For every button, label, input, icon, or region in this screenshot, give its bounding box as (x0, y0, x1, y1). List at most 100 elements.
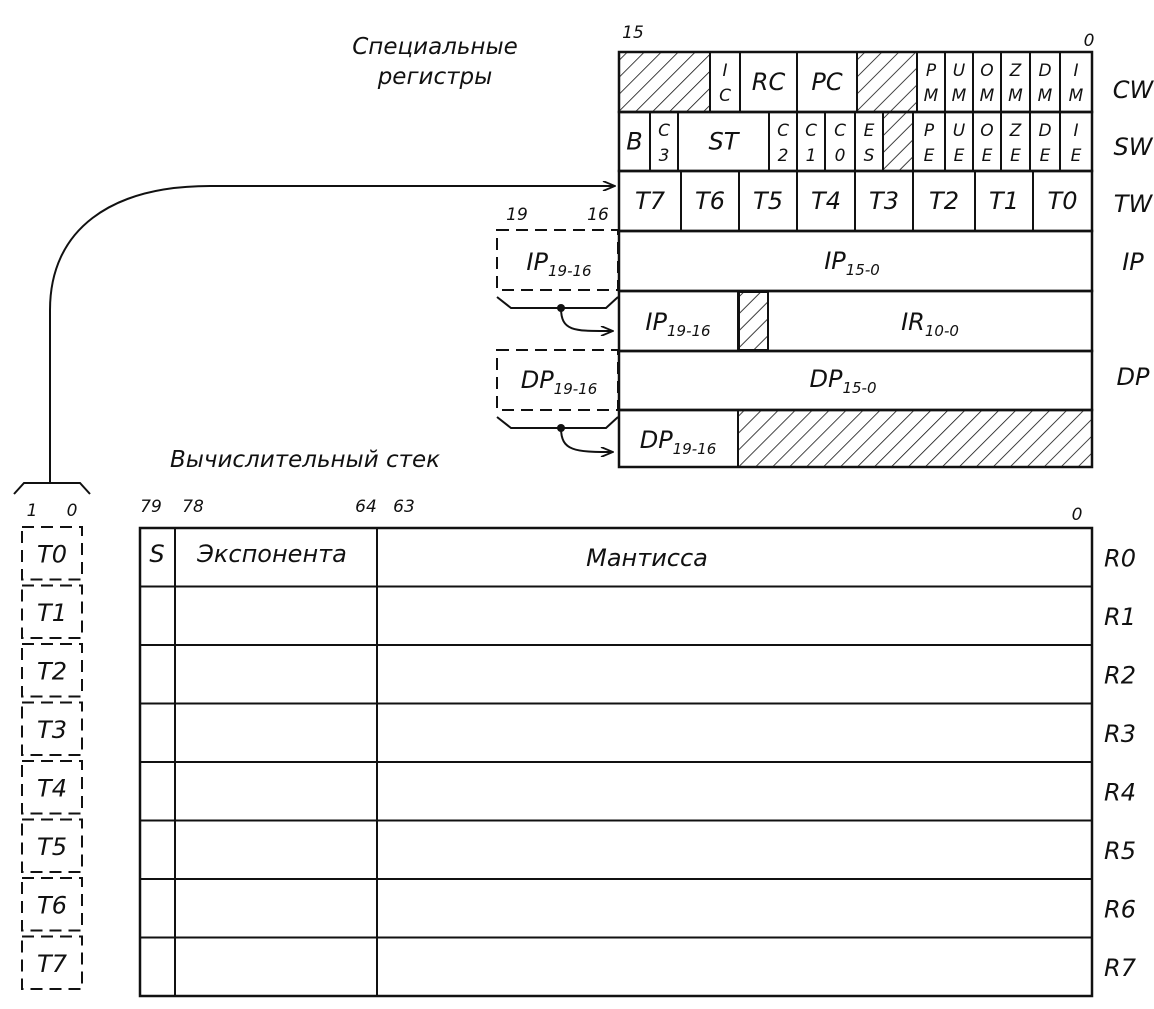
tag-label-t5: T5 (37, 833, 67, 861)
stack-register-r2: R2 (1104, 661, 1136, 689)
sw-register-name: SW (1114, 133, 1154, 161)
stack-bit-78-label: 78 (182, 497, 204, 517)
stack-bit-0-label: 0 (1072, 505, 1083, 525)
sw-reserved-hatch-7 (884, 113, 912, 170)
tag-cell-t2 (21, 643, 83, 698)
ip-extension-box (496, 229, 619, 291)
tag-label-t2: T2 (37, 657, 67, 685)
dp-high-row-reserved-hatch (739, 411, 1091, 466)
stack-register-r0: R0 (1104, 544, 1136, 572)
tw-register-name: TW (1114, 190, 1154, 218)
ip-ext-bit-16-label: 16 (587, 205, 609, 225)
tw-field-t7: T7 (635, 187, 666, 215)
ir-row-ip-high-label: IP19-16 (645, 308, 710, 340)
dp-high-row-register (617, 408, 1094, 469)
stack-register-r3: R3 (1104, 720, 1136, 748)
sw-field-st: ST (709, 128, 741, 156)
tag-label-t1: T1 (37, 599, 67, 627)
ir-row-register (617, 289, 1094, 353)
tag-label-t6: T6 (37, 891, 67, 919)
tag-label-t3: T3 (37, 716, 67, 744)
tag-cell-t1 (21, 584, 83, 639)
tag-bit-0-label: 0 (67, 501, 78, 521)
tag-bit-1-label: 1 (27, 501, 38, 521)
ir-opcode-label: IR10-0 (901, 308, 959, 340)
tag-label-t7: T7 (37, 950, 68, 978)
ip-register-name: IP (1122, 248, 1144, 276)
stack-heading: Вычислительный стек (170, 447, 440, 473)
tw-field-t1: T1 (989, 187, 1019, 215)
tag-label-t0: T0 (37, 540, 67, 568)
special-bit-0-label: 0 (1084, 31, 1095, 51)
stack-register-r4: R4 (1104, 778, 1136, 806)
ip-extension-label: IP19-16 (526, 248, 591, 280)
tag-cell-t3 (21, 701, 83, 756)
special-registers-heading-line2: регистры (377, 64, 493, 90)
tag-cell-t6 (21, 877, 83, 932)
tw-field-t6: T6 (695, 187, 725, 215)
exponent-field-label: Экспонента (196, 540, 347, 568)
tag-cell-t4 (21, 760, 83, 815)
stack-register-r6: R6 (1104, 895, 1136, 923)
ir-row-reserved-hatch (738, 291, 769, 351)
special-registers-heading-line1: Специальные (352, 34, 518, 60)
dp-low-field-label: DP15-0 (810, 365, 877, 397)
cw-field-pc: PC (811, 68, 842, 96)
ip-low-field-label: IP15-0 (824, 247, 880, 279)
tag-cell-t7 (21, 935, 83, 990)
special-bit-15-label: 15 (622, 23, 644, 43)
stack-register-r5: R5 (1104, 837, 1136, 865)
stack-bit-79-label: 79 (140, 497, 162, 517)
tw-field-t2: T2 (929, 187, 959, 215)
cw-register-name: CW (1113, 76, 1154, 104)
tag-column-brace (13, 482, 91, 495)
dp-register-name: DP (1117, 363, 1150, 391)
sign-field-label: S (149, 540, 164, 568)
dp-ext-arrow (560, 427, 612, 452)
cw-field-rc: RC (752, 68, 786, 96)
tw-field-t0: T0 (1048, 187, 1078, 215)
stack-register-r1: R1 (1104, 603, 1136, 631)
ip-ext-arrow (560, 307, 612, 331)
stack-register-r7: R7 (1104, 954, 1137, 982)
tag-to-tw-arrow (49, 186, 614, 482)
dp-extension-box (496, 349, 619, 411)
cw-reserved-hatch-0 (620, 53, 709, 111)
sw-field-b: B (626, 128, 642, 156)
tw-field-t3: T3 (869, 187, 899, 215)
cw-reserved-hatch-4 (858, 53, 916, 111)
stack-bit-63-label: 63 (393, 497, 415, 517)
stack-bit-64-label: 64 (355, 497, 377, 517)
mantissa-field-label: Мантисса (586, 544, 708, 572)
ip-ext-bit-19-label: 19 (506, 205, 528, 225)
dp-high-row-label: DP19-16 (640, 426, 717, 458)
tag-label-t4: T4 (37, 774, 67, 802)
tw-field-t5: T5 (753, 187, 783, 215)
tag-cell-t5 (21, 818, 83, 873)
dp-extension-label: DP19-16 (521, 366, 598, 398)
tag-cell-t0 (21, 526, 83, 581)
